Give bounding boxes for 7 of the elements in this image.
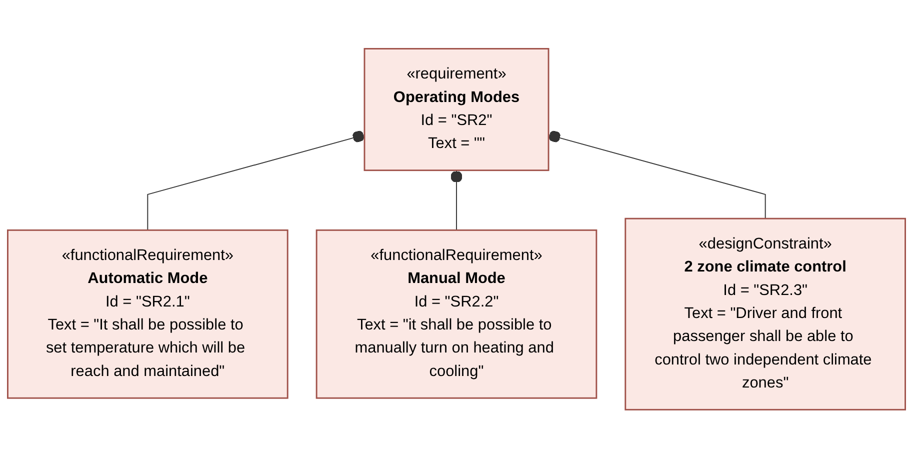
node-box: «functionalRequirement» Automatic Mode Id = "SR2.1" Text = "It shall be possible to set temperature which will be reach and maintained" — [7, 230, 288, 400]
node-box: «designConstraint» 2 zone climate control Id = "SR2.3" Text = "Driver and front passenger shall be able to control two independent climate zones" — [624, 218, 906, 411]
node-box: «requirement» Operating Modes Id = "SR2" Text = "" — [364, 48, 550, 172]
connector — [450, 170, 462, 231]
connector — [548, 130, 766, 220]
node-box: «functionalRequirement» Manual Mode Id = "SR2.2" Text = "it shall be possible to manually turn on heating and cooling" — [316, 230, 598, 400]
connector — [147, 130, 365, 231]
